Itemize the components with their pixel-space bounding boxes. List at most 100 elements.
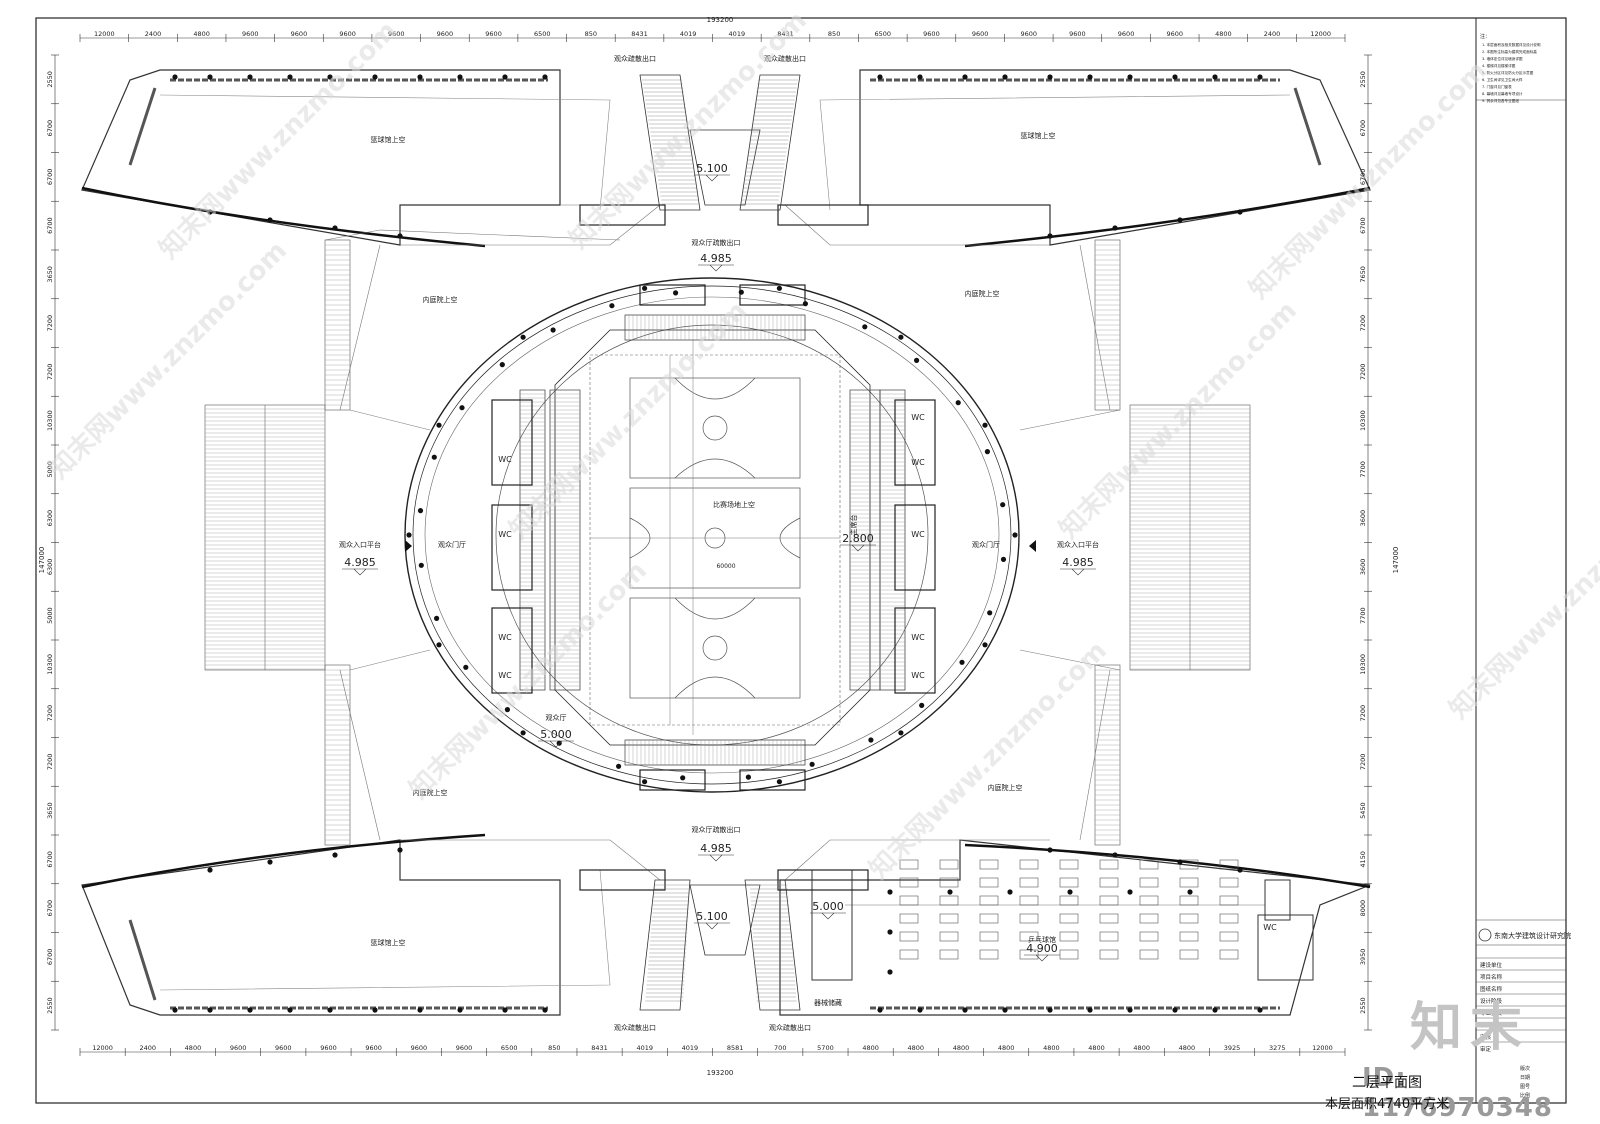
dimension-value: 6700 bbox=[46, 169, 54, 186]
dimension-value: 2400 bbox=[145, 30, 162, 38]
column bbox=[542, 1007, 548, 1013]
pingpong-table bbox=[1179, 913, 1199, 924]
wc-label: WC bbox=[498, 530, 512, 539]
pingpong-table bbox=[1139, 877, 1159, 888]
column bbox=[738, 289, 744, 295]
dimension-value: 2400 bbox=[1264, 30, 1281, 38]
column bbox=[372, 1007, 378, 1013]
column bbox=[397, 233, 403, 239]
column bbox=[959, 659, 965, 665]
dimension-value: 6700 bbox=[1359, 169, 1367, 186]
label-evac-bl: 观众疏散出口 bbox=[614, 1023, 656, 1032]
pingpong-table bbox=[1179, 931, 1199, 942]
column bbox=[898, 334, 904, 340]
label-evac-br: 观众疏散出口 bbox=[769, 1023, 811, 1032]
dimension-value: 6700 bbox=[46, 120, 54, 137]
column bbox=[1127, 74, 1133, 80]
room-labels: 篮球馆上空 篮球馆上空 篮球馆上空 内庭院上空 内庭院上空 内庭院上空 内庭院上… bbox=[339, 54, 1099, 1032]
pingpong-table bbox=[1059, 931, 1079, 942]
label-evac-top: 观众厅疏散出口 bbox=[692, 238, 741, 247]
dimension-value: 6700 bbox=[46, 851, 54, 868]
label-stage: 主席台 bbox=[849, 515, 858, 536]
right-total-dimension: 147000 bbox=[1392, 547, 1400, 574]
left-total-dimension: 147000 bbox=[38, 547, 46, 574]
column bbox=[372, 74, 378, 80]
column bbox=[207, 209, 213, 215]
column bbox=[887, 889, 893, 895]
dimension-value: 7200 bbox=[46, 705, 54, 722]
column bbox=[504, 707, 510, 713]
seating-bleachers bbox=[519, 314, 906, 766]
column bbox=[327, 1007, 333, 1013]
pingpong-table bbox=[1099, 877, 1119, 888]
dimension-value: 12000 bbox=[1310, 30, 1331, 38]
column bbox=[267, 217, 273, 223]
elevation-value: 4.985 bbox=[1062, 556, 1094, 569]
dimension-value: 8431 bbox=[777, 30, 794, 38]
pingpong-table bbox=[1059, 895, 1079, 906]
column bbox=[1112, 852, 1118, 858]
column bbox=[987, 610, 993, 616]
dimension-value: 10300 bbox=[46, 410, 54, 431]
pingpong-table bbox=[1019, 913, 1039, 924]
title-block-row-label: 审定 bbox=[1480, 1045, 1492, 1053]
dimension-value: 10300 bbox=[1359, 654, 1367, 675]
column bbox=[520, 334, 526, 340]
label-lobby-left: 观众门厅 bbox=[438, 540, 466, 549]
dimension-value: 2550 bbox=[1359, 997, 1367, 1014]
column bbox=[207, 74, 213, 80]
entry-arrow-right bbox=[1029, 540, 1036, 552]
dimension-value: 4800 bbox=[1215, 30, 1232, 38]
watermark-text: 知末网www.znzmo.com bbox=[864, 636, 1113, 885]
label-evac-tr: 观众疏散出口 bbox=[764, 54, 806, 63]
label-courtyard-br: 内庭院上空 bbox=[988, 783, 1023, 792]
dimension-value: 8581 bbox=[727, 1044, 744, 1052]
dimension-value: 9600 bbox=[230, 1044, 247, 1052]
entry-arrow-left bbox=[405, 540, 412, 552]
dimension-value: 7650 bbox=[1359, 266, 1367, 283]
dimension-value: 9600 bbox=[1020, 30, 1037, 38]
arena bbox=[404, 277, 1020, 793]
label-arena-void: 比赛场地上空 bbox=[713, 500, 755, 509]
column bbox=[418, 562, 424, 568]
dimension-value: 10300 bbox=[46, 654, 54, 675]
dimension-value: 12000 bbox=[92, 1044, 113, 1052]
column bbox=[417, 1007, 423, 1013]
dimension-value: 9600 bbox=[365, 1044, 382, 1052]
pingpong-table-grid bbox=[899, 859, 1239, 960]
title-block-note: 8. 幕墙详见幕墙专项设计 bbox=[1482, 91, 1523, 96]
elevation-value: 5.100 bbox=[696, 910, 728, 923]
dimension-value: 6500 bbox=[875, 30, 892, 38]
column bbox=[609, 303, 615, 309]
column bbox=[550, 327, 556, 333]
dimension-value: 6700 bbox=[46, 949, 54, 966]
outdoor-stands-right bbox=[1094, 239, 1251, 846]
column bbox=[463, 664, 469, 670]
elevation-value: 4.985 bbox=[344, 556, 376, 569]
watermark-text: 知末网www.znzmo.com bbox=[154, 16, 403, 265]
bleacher-block bbox=[624, 739, 806, 766]
pingpong-table bbox=[939, 931, 959, 942]
dimension-value: 4019 bbox=[636, 1044, 653, 1052]
dimension-value: 3600 bbox=[1359, 510, 1367, 527]
watermark-text: 知末网www.znzmo.com bbox=[404, 556, 653, 805]
wc-label: WC bbox=[911, 671, 925, 680]
wc-label: WC bbox=[498, 633, 512, 642]
top-total-dimension: 193200 bbox=[707, 16, 734, 24]
wc-label: WC bbox=[911, 413, 925, 422]
dimension-value: 4800 bbox=[193, 30, 210, 38]
column bbox=[207, 1007, 213, 1013]
drawing-title: 二层平面图 bbox=[1352, 1075, 1422, 1091]
dimension-value: 3925 bbox=[1224, 1044, 1241, 1052]
watermark-text: 知末网www.znzmo.com bbox=[1444, 476, 1600, 725]
label-volleyball-void-bl: 篮球馆上空 bbox=[371, 938, 406, 947]
column bbox=[502, 1007, 508, 1013]
column bbox=[962, 74, 968, 80]
column bbox=[459, 405, 465, 411]
title-block-field: 日期 bbox=[1520, 1075, 1530, 1081]
column bbox=[1177, 859, 1183, 865]
pingpong-table bbox=[979, 931, 999, 942]
dimension-value: 7200 bbox=[1359, 754, 1367, 771]
pingpong-table bbox=[1059, 859, 1079, 870]
